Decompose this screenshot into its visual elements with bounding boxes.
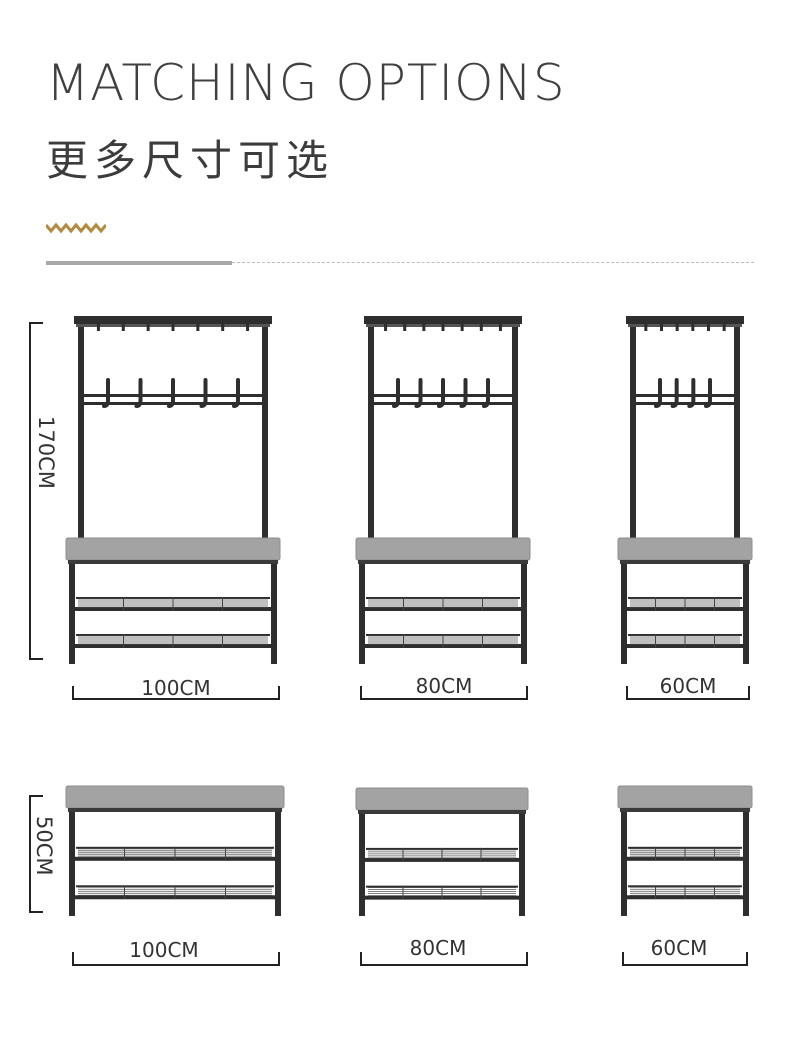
top-bar-lip bbox=[628, 324, 742, 327]
top-hook bbox=[441, 324, 445, 331]
top-hook bbox=[403, 324, 407, 331]
top-hook bbox=[96, 324, 100, 331]
upright-left bbox=[78, 318, 84, 548]
leg-left bbox=[621, 564, 627, 664]
coat-rack-bench-100cm bbox=[65, 316, 281, 664]
top-hook bbox=[221, 324, 225, 331]
hook-bar-upper bbox=[634, 394, 736, 397]
coat-hook bbox=[654, 378, 662, 408]
leg-right bbox=[521, 564, 527, 664]
top-hook bbox=[691, 324, 695, 331]
top-hook bbox=[171, 324, 175, 331]
width-dimension-tall-80 bbox=[360, 686, 528, 700]
height-label-tall: 170CM bbox=[34, 416, 58, 489]
seat-base bbox=[620, 560, 750, 564]
top-hook bbox=[196, 324, 200, 331]
upright-right bbox=[734, 318, 740, 548]
top-hook bbox=[460, 324, 464, 331]
leg-right bbox=[743, 564, 749, 664]
shoe-bench-60cm bbox=[617, 785, 753, 916]
hook-bar-lower bbox=[634, 402, 736, 405]
seat-base bbox=[358, 560, 528, 564]
width-label-short-60: 60CM bbox=[650, 936, 708, 960]
top-hook bbox=[121, 324, 125, 331]
width-dimension-short-60 bbox=[622, 952, 748, 966]
top-hook bbox=[722, 324, 726, 331]
top-bar bbox=[626, 316, 744, 324]
seat-base bbox=[620, 808, 750, 812]
divider-accent bbox=[46, 261, 232, 265]
leg-left bbox=[359, 564, 365, 664]
width-dimension-short-100 bbox=[72, 952, 280, 966]
top-hook bbox=[660, 324, 663, 331]
coat-rack-bench-60cm bbox=[617, 316, 753, 664]
top-hook bbox=[707, 324, 710, 331]
top-hook bbox=[644, 324, 648, 331]
leg-right bbox=[743, 812, 749, 916]
seat-cushion bbox=[355, 787, 529, 811]
top-hook bbox=[246, 324, 250, 331]
page-title: MATCHING OPTIONS bbox=[46, 54, 566, 112]
zigzag-ornament bbox=[46, 222, 106, 234]
seat-cushion bbox=[355, 537, 531, 561]
seat-cushion bbox=[65, 785, 285, 809]
leg-right bbox=[271, 564, 277, 664]
width-label-tall-80: 80CM bbox=[415, 674, 473, 698]
coat-hook bbox=[102, 378, 110, 408]
top-hook bbox=[384, 324, 388, 331]
coat-hook bbox=[167, 378, 175, 408]
width-label-tall-60: 60CM bbox=[659, 674, 717, 698]
width-label-short-100: 100CM bbox=[129, 938, 199, 962]
top-hook bbox=[146, 324, 150, 331]
leg-left bbox=[359, 814, 365, 916]
divider-dashed bbox=[232, 262, 754, 263]
seat-base bbox=[68, 808, 282, 812]
width-dimension-short-80 bbox=[360, 952, 528, 966]
leg-right bbox=[275, 812, 281, 916]
width-dimension-tall-60 bbox=[626, 686, 750, 700]
seat-cushion bbox=[65, 537, 281, 561]
coat-hook bbox=[134, 378, 143, 408]
coat-hook bbox=[414, 378, 423, 408]
width-label-tall-100: 100CM bbox=[141, 676, 211, 700]
seat-base bbox=[68, 560, 278, 564]
top-bar bbox=[364, 316, 522, 324]
coat-hook bbox=[670, 378, 679, 408]
coat-hook bbox=[232, 378, 240, 408]
seat-cushion bbox=[617, 785, 753, 809]
upright-left bbox=[368, 318, 374, 548]
upright-left bbox=[630, 318, 636, 548]
seat-base bbox=[358, 810, 526, 814]
height-dimension-tall bbox=[29, 322, 45, 660]
top-bar bbox=[74, 316, 272, 324]
coat-hook bbox=[704, 378, 712, 408]
shoe-bench-100cm bbox=[65, 785, 285, 916]
height-dimension-short bbox=[29, 795, 45, 913]
leg-left bbox=[621, 812, 627, 916]
upright-right bbox=[512, 318, 518, 548]
upright-right bbox=[262, 318, 268, 548]
leg-left bbox=[69, 812, 75, 916]
height-label-short: 50CM bbox=[32, 816, 56, 876]
leg-left bbox=[69, 564, 75, 664]
coat-hook bbox=[437, 378, 445, 408]
shoe-bench-80cm bbox=[355, 787, 529, 916]
coat-hook bbox=[459, 378, 468, 408]
leg-right bbox=[519, 814, 525, 916]
coat-hook bbox=[482, 378, 490, 408]
coat-hook bbox=[392, 378, 400, 408]
page-subtitle: 更多尺寸可选 bbox=[46, 136, 335, 185]
coat-hook bbox=[199, 378, 208, 408]
top-hook bbox=[422, 324, 426, 331]
width-dimension-tall-100 bbox=[72, 686, 280, 700]
seat-cushion bbox=[617, 537, 753, 561]
top-hook bbox=[675, 324, 679, 331]
top-hook bbox=[479, 324, 483, 331]
coat-rack-bench-80cm bbox=[355, 316, 531, 664]
top-hook bbox=[498, 324, 502, 331]
width-label-short-80: 80CM bbox=[409, 936, 467, 960]
coat-hook bbox=[687, 378, 696, 408]
